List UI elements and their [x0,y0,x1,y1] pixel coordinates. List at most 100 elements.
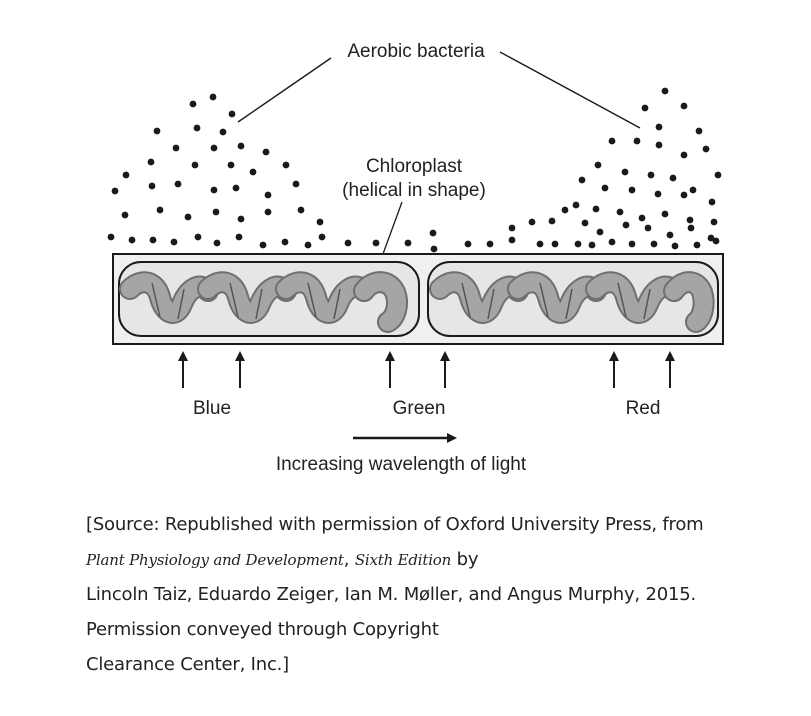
bacterium-dot [708,198,716,206]
caption-book-title: Plant Physiology and Development [86,551,344,569]
bacteria-label: Aerobic bacteria [347,41,485,62]
chloroplast-label-line1: Chloroplast [366,156,463,177]
bacterium-dot [297,206,305,214]
bacterium-dot [572,201,580,209]
green-label: Green [393,398,446,419]
engelmann-diagram: Aerobic bacteria Chloroplast (helical in… [107,41,724,475]
bacterium-dot [707,234,715,242]
bacterium-dot [616,208,624,216]
bacterium-dot [107,233,115,241]
bacterium-dot [292,180,300,188]
bacterium-dot [264,191,272,199]
bacterium-dot [714,171,722,179]
bacterium-dot [147,158,155,166]
bacterium-dot [464,240,472,248]
bacterium-dot [638,214,646,222]
bacterium-dot [712,237,720,245]
caption-edition: Sixth Edition [354,551,452,569]
bacterium-dot [156,206,164,214]
caption-line-4: Permission conveyed through Copyright [86,619,439,640]
bacterium-dot [671,242,679,250]
bacteria-pointer-right [499,51,641,129]
bacterium-dot [710,218,718,226]
bacterium-dot [153,127,161,135]
bacterium-dot [282,161,290,169]
bacterium-dot [686,216,694,224]
bacterium-dot [429,229,437,237]
bacterium-dot [588,241,596,249]
bacterium-dot [210,144,218,152]
bacterium-dot [430,245,438,253]
bacterium-dot [486,240,494,248]
bacterium-dot [281,238,289,246]
bacterium-dot [601,184,609,192]
bacterium-dot [647,171,655,179]
bacterium-dot [170,238,178,246]
bacterium-dot [693,241,701,249]
bacterium-dot [508,224,516,232]
bacterium-dot [702,145,710,153]
bacterium-dot [219,128,227,136]
bacterium-dot [669,174,677,182]
bacterium-dot [232,184,240,192]
bacterium-dot [655,123,663,131]
helical-chloroplast-left [130,271,408,333]
bacterium-dot [174,180,182,188]
bacterium-dot [237,142,245,150]
bacterium-dot [551,240,559,248]
bacterium-dot [548,217,556,225]
bacterium-dot [633,137,641,145]
bacterium-dot [628,186,636,194]
bacterium-dot [661,87,669,95]
bacterium-dot [121,211,129,219]
bacterium-dot [680,102,688,110]
chloroplast-label-line2: (helical in shape) [342,180,486,201]
bacterium-dot [149,236,157,244]
bacterium-dot [316,218,324,226]
bacterium-dot [581,219,589,227]
bacterium-dot [212,208,220,216]
bacterium-dot [344,239,352,247]
bacterium-dot [184,213,192,221]
bacterium-dot [528,218,536,226]
bacterium-dot [228,110,236,118]
bacterium-dot [210,186,218,194]
bacterium-dot [608,238,616,246]
bacterium-dot [128,236,136,244]
bacterium-dot [594,161,602,169]
helical-chloroplast-right [440,271,715,333]
bacterium-dot [193,124,201,132]
bacterium-dot [689,186,697,194]
bacterium-dot [508,236,516,244]
light-arrows [178,351,675,388]
bacterium-dot [628,240,636,248]
red-label: Red [626,398,661,419]
bacterium-dot [249,168,257,176]
caption-line-1: [Source: Republished with permission of … [86,514,704,535]
caption-by: by [456,549,479,570]
bacterium-dot [621,168,629,176]
bacterium-dot [536,240,544,248]
caption-comma: , [343,549,350,570]
bacterium-dot [237,215,245,223]
bacterium-dot [661,210,669,218]
bacterium-dot [641,104,649,112]
bacterium-dot [687,224,695,232]
bacterium-dot [264,208,272,216]
blue-label: Blue [193,398,231,419]
bacterium-dot [680,191,688,199]
bacterium-dot [318,233,326,241]
bacterium-dot [259,241,267,249]
bacterium-dot [209,93,217,101]
bacterium-dot [644,224,652,232]
bacterium-dot [304,241,312,249]
bacterium-dot [578,176,586,184]
bacterium-dot [680,151,688,159]
bacterium-dot [372,239,380,247]
bacterium-dot [666,231,674,239]
bacterium-dot [622,221,630,229]
bacteria-pointer-left [237,57,332,123]
bacterium-dot [592,205,600,213]
bacterium-dot [122,171,130,179]
bacterium-dot [148,182,156,190]
